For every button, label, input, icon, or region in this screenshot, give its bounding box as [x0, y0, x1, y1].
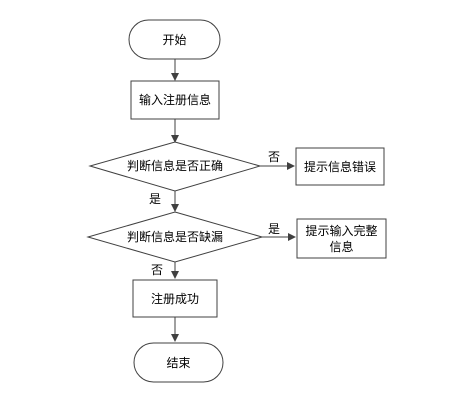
complete-info-label-line1: 提示输入完整: [305, 223, 377, 238]
error-message-label: 提示信息错误: [304, 159, 376, 174]
input-registration-label: 输入注册信息: [139, 92, 211, 107]
start-node: 开始: [128, 19, 221, 60]
decision-correct-node: 判断信息是否正确: [88, 141, 262, 192]
decision-missing-node: 判断信息是否缺漏: [86, 211, 264, 263]
end-label: 结束: [166, 356, 190, 370]
input-registration-node: 输入注册信息: [130, 80, 220, 120]
decision-missing-label: 判断信息是否缺漏: [127, 229, 223, 244]
registration-success-label: 注册成功: [151, 291, 199, 306]
end-node: 结束: [133, 342, 224, 383]
start-label: 开始: [162, 33, 186, 47]
edge-label-correct-yes: 是: [149, 192, 161, 206]
edge-label-missing-no: 否: [151, 263, 163, 277]
decision-correct-label: 判断信息是否正确: [127, 158, 223, 173]
error-message-node: 提示信息错误: [295, 147, 385, 186]
edge-label-correct-no: 否: [268, 150, 280, 164]
edge-label-missing-yes: 是: [268, 222, 280, 236]
complete-info-label-line2: 信息: [329, 239, 353, 254]
registration-success-node: 注册成功: [132, 279, 218, 318]
complete-info-node: 提示输入完整 信息: [296, 218, 387, 259]
